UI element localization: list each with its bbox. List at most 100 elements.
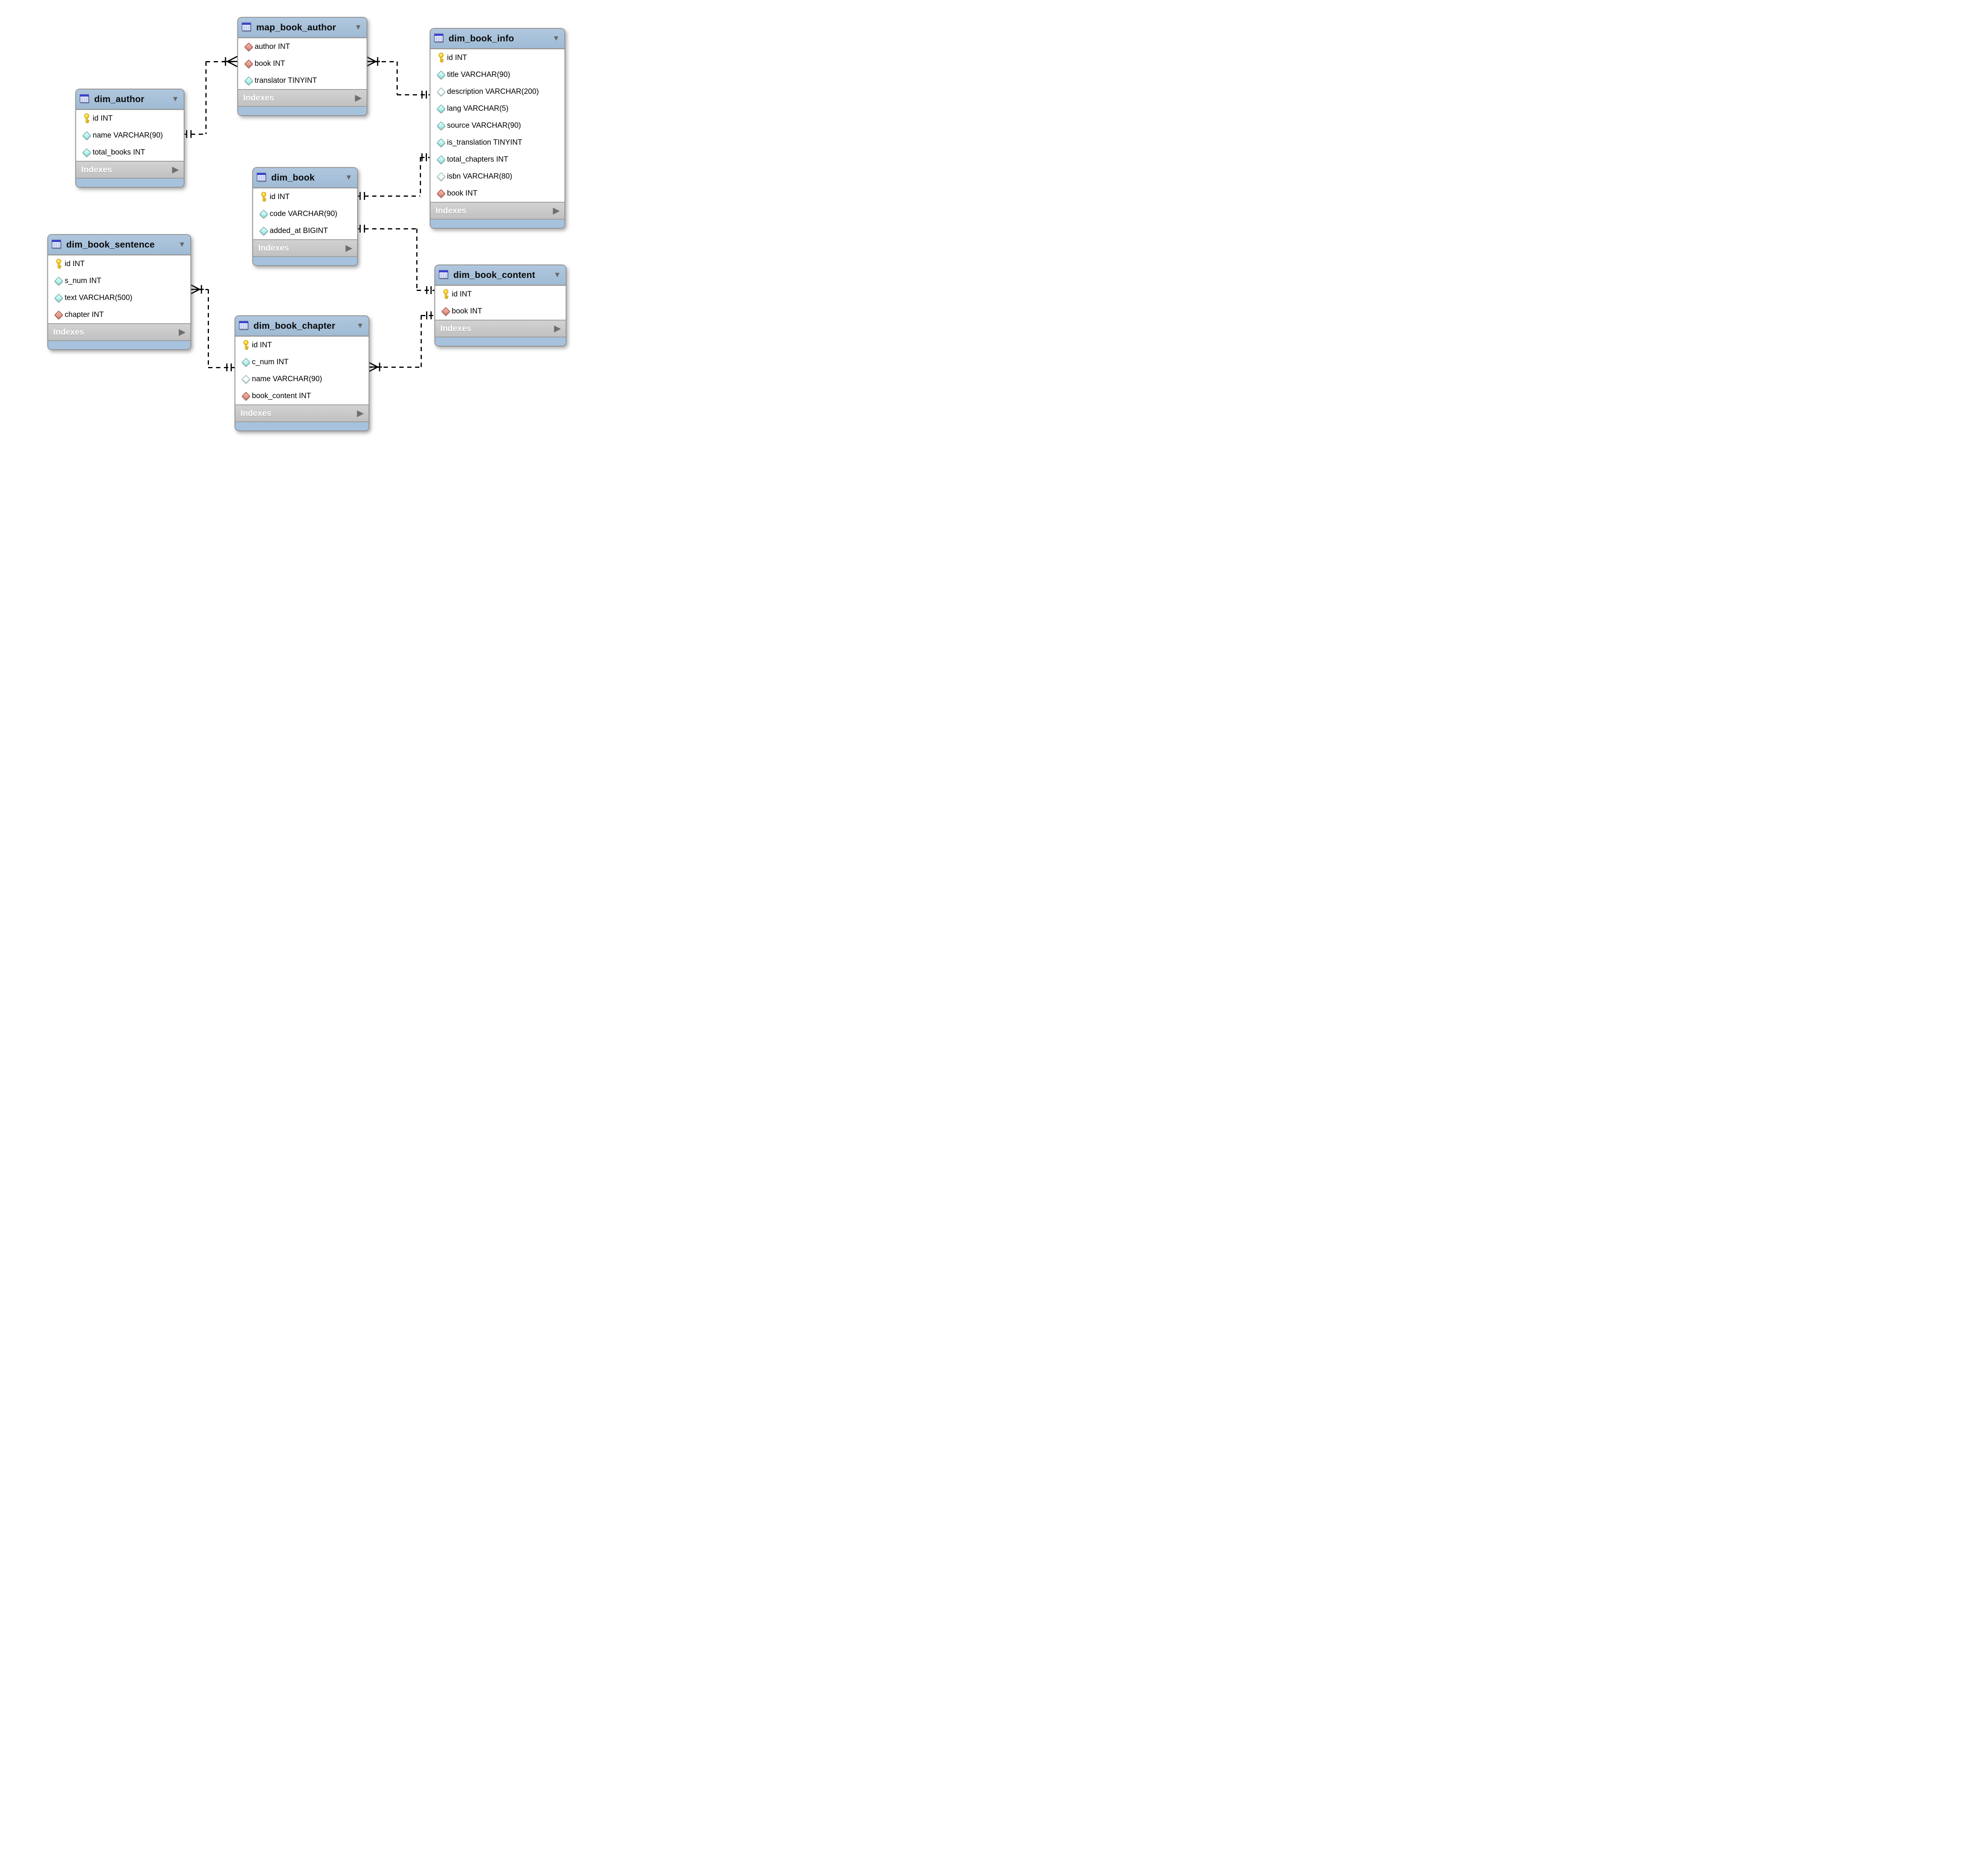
indexes-section[interactable]: Indexes▶	[435, 320, 566, 337]
collapse-caret-icon[interactable]: ▼	[345, 173, 352, 182]
collapse-caret-icon[interactable]: ▼	[178, 240, 186, 249]
column-row[interactable]: id INT	[430, 49, 564, 66]
relationship-line[interactable]	[207, 289, 209, 367]
table-footer	[238, 106, 367, 115]
column-row[interactable]: title VARCHAR(90)	[430, 66, 564, 83]
relationship-line[interactable]	[421, 315, 434, 316]
indexes-section[interactable]: Indexes ▶	[238, 89, 367, 106]
relationship-line[interactable]	[368, 366, 421, 368]
relationship-line[interactable]	[416, 229, 417, 290]
expand-indexes-icon[interactable]: ▶	[553, 206, 559, 215]
relationship-line[interactable]	[417, 289, 434, 291]
indexes-section[interactable]: Indexes ▶	[253, 239, 357, 256]
collapse-caret-icon[interactable]: ▼	[354, 23, 362, 32]
indexes-label: Indexes	[258, 243, 289, 253]
column-row[interactable]: lang VARCHAR(5)	[430, 100, 564, 117]
column-row[interactable]: isbn VARCHAR(80)	[430, 168, 564, 185]
indexes-section[interactable]: Indexes▶	[76, 161, 184, 178]
table-header[interactable]: map_book_author▼	[238, 18, 367, 38]
collapse-caret-icon[interactable]: ▼	[553, 271, 561, 279]
table-dim_author[interactable]: dim_author▼id INT name VARCHAR(90) total_b…	[75, 89, 184, 188]
relationship-line[interactable]	[396, 61, 398, 95]
column-row[interactable]: id INT	[76, 110, 184, 127]
expand-indexes-icon[interactable]: ▶	[357, 409, 363, 418]
table-header[interactable]: dim_book▼	[253, 168, 357, 188]
indexes-section[interactable]: Indexes▶	[235, 404, 369, 421]
column-icon	[436, 138, 446, 147]
indexes-label: Indexes	[243, 93, 274, 102]
column-row[interactable]: description VARCHAR(200)	[430, 83, 564, 100]
collapse-caret-icon[interactable]: ▼	[552, 34, 560, 43]
collapse-caret-icon[interactable]: ▼	[356, 322, 364, 330]
relationship-line[interactable]	[205, 61, 207, 134]
expand-indexes-icon[interactable]: ▶	[345, 244, 352, 253]
column-row[interactable]: book INT	[430, 185, 564, 202]
column-row[interactable]: code VARCHAR(90)	[253, 205, 357, 222]
table-footer	[253, 256, 357, 265]
relationship-line[interactable]	[397, 94, 430, 95]
indexes-label: Indexes	[436, 206, 467, 215]
expand-indexes-icon[interactable]: ▶	[172, 165, 179, 174]
collapse-caret-icon[interactable]: ▼	[171, 95, 179, 103]
cardinality-marker-one	[231, 363, 232, 371]
column-row[interactable]: total_chapters INT	[430, 151, 564, 168]
indexes-section[interactable]: Indexes▶	[48, 323, 190, 340]
relationship-line[interactable]	[206, 61, 237, 62]
primary-key-icon	[443, 289, 448, 299]
table-header[interactable]: dim_book_content▼	[435, 265, 566, 286]
column-row[interactable]: text VARCHAR(500)	[48, 289, 190, 306]
expand-indexes-icon[interactable]: ▶	[355, 93, 361, 102]
table-columns: id INT name VARCHAR(90) total_books INT	[76, 110, 184, 161]
table-header[interactable]: dim_book_chapter▼	[235, 316, 369, 337]
indexes-section[interactable]: Indexes ▶	[430, 202, 564, 219]
column-label: id INT	[252, 341, 272, 349]
column-row[interactable]: book INT	[435, 303, 566, 320]
relationship-line[interactable]	[420, 156, 430, 158]
column-row[interactable]: source VARCHAR(90)	[430, 117, 564, 134]
foreign-key-icon	[441, 307, 451, 316]
relationship-line[interactable]	[366, 61, 397, 62]
column-row[interactable]: id INT	[253, 188, 357, 205]
column-row[interactable]: name VARCHAR(90)	[235, 371, 369, 387]
column-row[interactable]: book INT	[238, 55, 367, 72]
column-row[interactable]: author INT	[238, 38, 367, 55]
column-row[interactable]: id INT	[435, 286, 566, 303]
column-row[interactable]: translator TINYINT	[238, 72, 367, 89]
column-row[interactable]: total_books INT	[76, 144, 184, 161]
table-header[interactable]: dim_book_info▼	[430, 29, 564, 49]
primary-key-icon	[261, 192, 266, 201]
column-row[interactable]: c_num INT	[235, 354, 369, 371]
nullable-column-icon	[436, 172, 446, 181]
column-row[interactable]: id INT	[48, 255, 190, 272]
table-header[interactable]: dim_author▼	[76, 89, 184, 110]
cardinality-marker-one	[364, 192, 365, 200]
column-row[interactable]: name VARCHAR(90)	[76, 127, 184, 144]
relationship-line[interactable]	[183, 133, 206, 135]
column-row[interactable]: id INT	[235, 337, 369, 354]
column-row[interactable]: added_at BIGINT	[253, 222, 357, 239]
relationship-line[interactable]	[356, 195, 420, 197]
column-icon	[259, 226, 268, 235]
relationship-line[interactable]	[420, 315, 422, 367]
column-row[interactable]: s_num INT	[48, 272, 190, 289]
expand-indexes-icon[interactable]: ▶	[179, 328, 185, 337]
relationship-line[interactable]	[356, 228, 417, 229]
table-header[interactable]: dim_book_sentence▼	[48, 235, 190, 255]
column-row[interactable]: book_content INT	[235, 387, 369, 404]
column-label: name VARCHAR(90)	[93, 131, 163, 140]
relationship-line[interactable]	[208, 367, 235, 368]
expand-indexes-icon[interactable]: ▶	[554, 324, 561, 333]
cardinality-marker-one	[360, 192, 361, 200]
relationship-line[interactable]	[419, 157, 421, 196]
column-row[interactable]: chapter INT	[48, 306, 190, 323]
column-row[interactable]: is_translation TINYINT	[430, 134, 564, 151]
cardinality-marker-one	[421, 153, 423, 161]
